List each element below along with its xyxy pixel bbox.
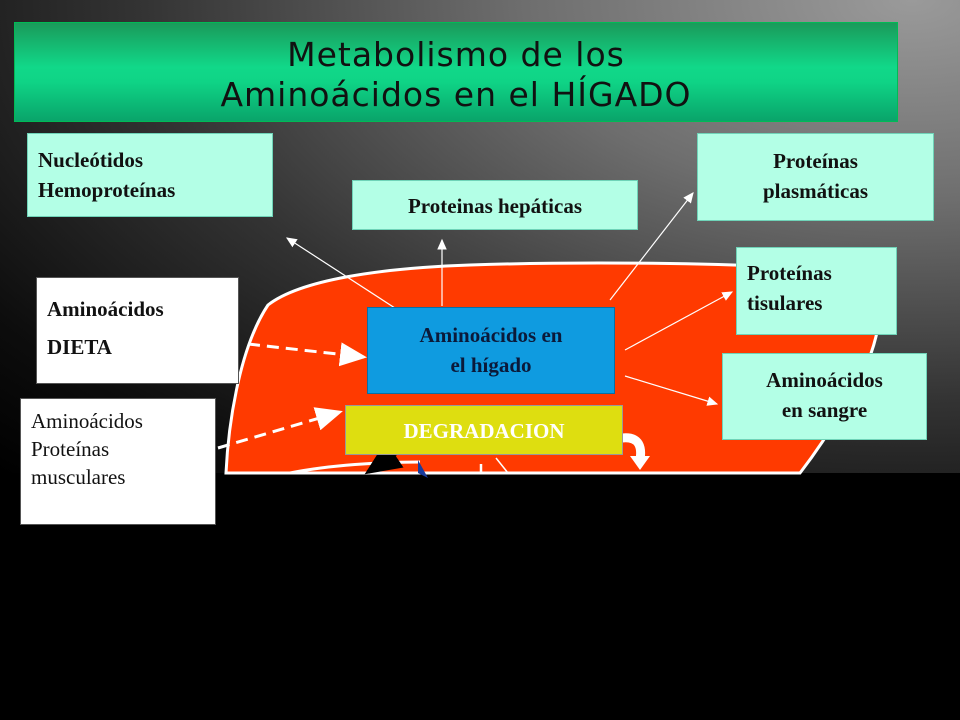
proteinas-plasmaticas-line-1: Proteínas (773, 149, 858, 173)
musculares-line-2: Proteínas (31, 437, 110, 461)
sangre-line-2: en sangre (781, 398, 868, 422)
nucleotidos-line-1: Nucleótidos (38, 148, 143, 172)
musculares-line-3: musculares (31, 465, 126, 489)
box-nucleotidos: Nucleótidos Hemoproteínas (27, 133, 273, 217)
degradacion-line: DEGRADACION (403, 419, 565, 443)
dieta-line-1: Aminoácidos (47, 297, 164, 321)
box-proteinas-tisulares: Proteínas tisulares (736, 247, 897, 335)
arrow-to-aminoacidos-sangre (624, 375, 719, 406)
proteinas-tisulares-line-1: Proteínas (747, 261, 832, 285)
box-proteinas-plasmaticas: Proteínas plasmáticas (697, 133, 934, 221)
box-aminoacidos-dieta: Aminoácidos DIETA (36, 277, 239, 384)
white-tick-diag (495, 457, 509, 474)
liver-inner-curve (289, 460, 421, 475)
blue-accent (418, 460, 428, 478)
box-degradacion: DEGRADACION (345, 405, 623, 455)
proteinas-plasmaticas-line-2: plasmáticas (763, 179, 868, 203)
higado-line-2: el hígado (450, 353, 532, 377)
curved-arrow-head (630, 456, 650, 470)
proteinas-tisulares-line-2: tisulares (747, 291, 823, 315)
title-line-1: Metabolismo de los (287, 35, 625, 74)
dieta-line-2: DIETA (47, 335, 112, 359)
musculares-line-1: Aminoácidos (31, 409, 143, 433)
nucleotidos-line-2: Hemoproteínas (38, 178, 176, 202)
box-aminoacidos-sangre: Aminoácidos en sangre (722, 353, 927, 440)
dashed-arrow-dieta (247, 342, 367, 367)
box-aminoacidos-musculares: Aminoácidos Proteínas musculares (20, 398, 216, 525)
dashed-arrow-musculares (217, 407, 343, 450)
proteinas-hepaticas-line: Proteinas hepáticas (407, 194, 583, 218)
box-proteinas-hepaticas: Proteinas hepáticas (352, 180, 638, 230)
box-aminoacidos-higado: Aminoácidos en el hígado (367, 307, 615, 394)
arrow-to-proteinas-tisulares (624, 291, 734, 351)
arrow-to-proteinas-plasmaticas (609, 192, 694, 301)
slide-title: Metabolismo de los Aminoácidos en el HÍG… (14, 22, 898, 122)
title-line-2: Aminoácidos en el HÍGADO (220, 75, 692, 114)
arrow-to-nucleotidos (285, 237, 399, 311)
sangre-line-1: Aminoácidos (766, 368, 883, 392)
higado-line-1: Aminoácidos en (419, 323, 563, 347)
